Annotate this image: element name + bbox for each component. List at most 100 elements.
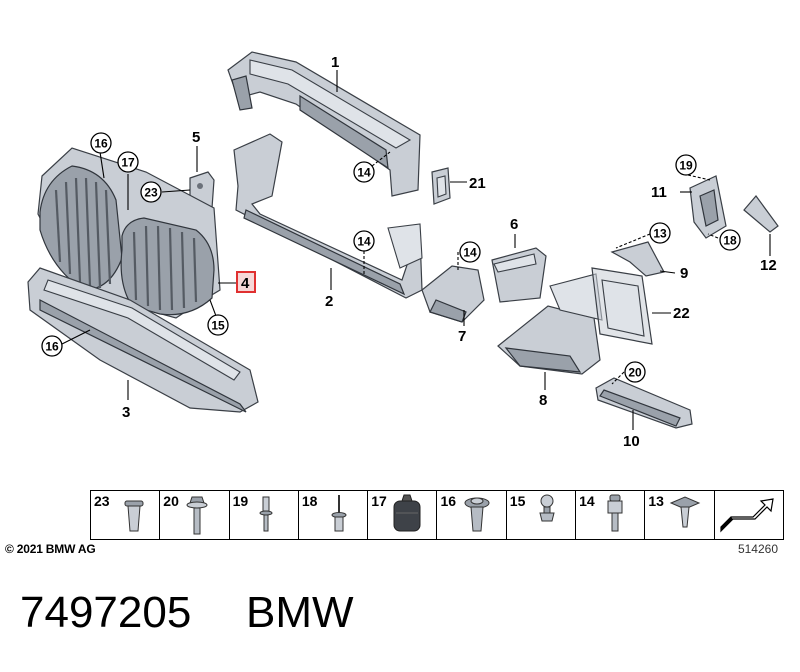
svg-text:4: 4: [241, 275, 250, 292]
callout-16-bottom: 16: [41, 335, 63, 357]
callout-11: 11: [651, 184, 667, 201]
rubber-mount-icon: [393, 494, 421, 532]
fastener-cell-20[interactable]: 20: [160, 491, 230, 539]
callout-13: 13: [649, 222, 671, 244]
part-lower-air-guide[interactable]: [27, 267, 259, 413]
brand-name: BMW: [246, 588, 354, 637]
spreader-nut-icon: [670, 496, 701, 528]
fastener-cell-17[interactable]: 17: [368, 491, 438, 539]
callout-14-upper: 14: [353, 161, 375, 183]
fastener-number: 16: [440, 493, 457, 509]
fastener-cell-15[interactable]: 15: [507, 491, 577, 539]
fastener-cell-13[interactable]: 13: [645, 491, 715, 539]
fastener-cell-18[interactable]: 18: [299, 491, 369, 539]
clip-screw-icon: [607, 494, 623, 532]
callout-20: 20: [624, 361, 646, 383]
fastener-number: 13: [648, 493, 664, 509]
fastener-number: 20: [163, 493, 179, 509]
fastener-number: 18: [301, 493, 318, 509]
part-number: 7497205: [20, 588, 192, 637]
fastener-legend-table: 23 20 19 18 17: [90, 490, 784, 540]
svg-text:16: 16: [45, 340, 59, 354]
callout-18: 18: [719, 229, 741, 251]
push-rivet-icon: [124, 500, 144, 532]
callout-9: 9: [680, 265, 688, 282]
callout-21: 21: [469, 175, 486, 192]
svg-text:7: 7: [458, 328, 466, 345]
callout-12: 12: [760, 257, 777, 274]
svg-text:6: 6: [510, 216, 518, 233]
svg-text:5: 5: [192, 129, 200, 146]
part-air-duct-6[interactable]: [491, 247, 547, 303]
fastener-number: 19: [232, 493, 249, 509]
fastener-number: 15: [509, 493, 526, 509]
callout-10: 10: [623, 433, 640, 450]
svg-text:20: 20: [628, 366, 642, 380]
part-air-guide-8[interactable]: [497, 273, 603, 375]
part-deflector-12[interactable]: [743, 195, 779, 233]
part-upper-carrier[interactable]: [227, 51, 421, 197]
callout-8: 8: [539, 392, 547, 409]
svg-text:1: 1: [331, 54, 339, 71]
diagram-number: 514260: [737, 542, 778, 556]
svg-text:11: 11: [651, 184, 667, 201]
callout-19: 19: [675, 154, 697, 176]
svg-text:14: 14: [357, 235, 371, 249]
svg-text:8: 8: [539, 392, 547, 409]
svg-text:14: 14: [463, 246, 477, 260]
washer-screw-icon: [464, 497, 490, 532]
callout-3: 3: [122, 404, 130, 421]
fastener-cell-14[interactable]: 14: [576, 491, 646, 539]
callout-15: 15: [207, 314, 229, 336]
part-deflector-11[interactable]: [689, 175, 727, 239]
svg-text:2: 2: [325, 293, 333, 310]
fastener-cell-arrow: [715, 491, 783, 539]
svg-text:16: 16: [94, 137, 108, 151]
blind-rivet-icon: [331, 495, 347, 532]
svg-text:21: 21: [469, 175, 486, 192]
svg-text:14: 14: [357, 166, 371, 180]
fastener-cell-23[interactable]: 23: [91, 491, 161, 539]
svg-text:3: 3: [122, 404, 130, 421]
svg-text:12: 12: [760, 257, 777, 274]
callout-7: 7: [458, 328, 466, 345]
callout-22: 22: [673, 305, 690, 322]
svg-text:10: 10: [623, 433, 640, 450]
svg-text:9: 9: [680, 265, 688, 282]
callout-17: 17: [117, 151, 139, 173]
part-kidney-grille[interactable]: [37, 147, 221, 319]
callout-16-top: 16: [90, 132, 112, 154]
svg-text:23: 23: [144, 186, 158, 200]
callout-1: 1: [331, 54, 339, 71]
callout-14-middle: 14: [353, 230, 375, 252]
fastener-number: 23: [94, 493, 110, 509]
svg-text:17: 17: [121, 156, 135, 170]
fastener-number: 14: [579, 493, 595, 509]
svg-text:22: 22: [673, 305, 690, 322]
expanding-rivet-icon: [259, 496, 273, 532]
callout-2: 2: [325, 293, 333, 310]
svg-text:13: 13: [653, 227, 667, 241]
part-21[interactable]: [431, 167, 451, 205]
part-air-duct-7[interactable]: [421, 265, 485, 323]
svg-text:19: 19: [679, 159, 693, 173]
fastener-cell-16[interactable]: 16: [437, 491, 507, 539]
callout-14-right: 14: [459, 241, 481, 263]
parts-diagram: 1 2 3 4 5 6 7 8 9 10 11 12 22 21 16 17 2…: [27, 51, 779, 450]
callout-23: 23: [140, 181, 162, 203]
callout-4-highlighted[interactable]: 4: [236, 271, 256, 293]
fastener-number: 17: [371, 493, 387, 509]
svg-text:18: 18: [723, 234, 737, 248]
flange-bolt-icon: [186, 496, 208, 535]
svg-text:15: 15: [211, 319, 225, 333]
ball-stud-icon: [539, 494, 555, 522]
part-bracket-10[interactable]: [595, 377, 693, 429]
part-bracket-9[interactable]: [610, 241, 665, 277]
leader-lines: [61, 70, 771, 430]
part-frame-22[interactable]: [591, 267, 653, 345]
copyright-notice: © 2021 BMW AG: [5, 542, 96, 556]
fastener-cell-19[interactable]: 19: [230, 491, 299, 539]
direction-arrow-icon: [720, 498, 774, 533]
callout-5: 5: [192, 129, 200, 146]
callout-6: 6: [510, 216, 518, 233]
